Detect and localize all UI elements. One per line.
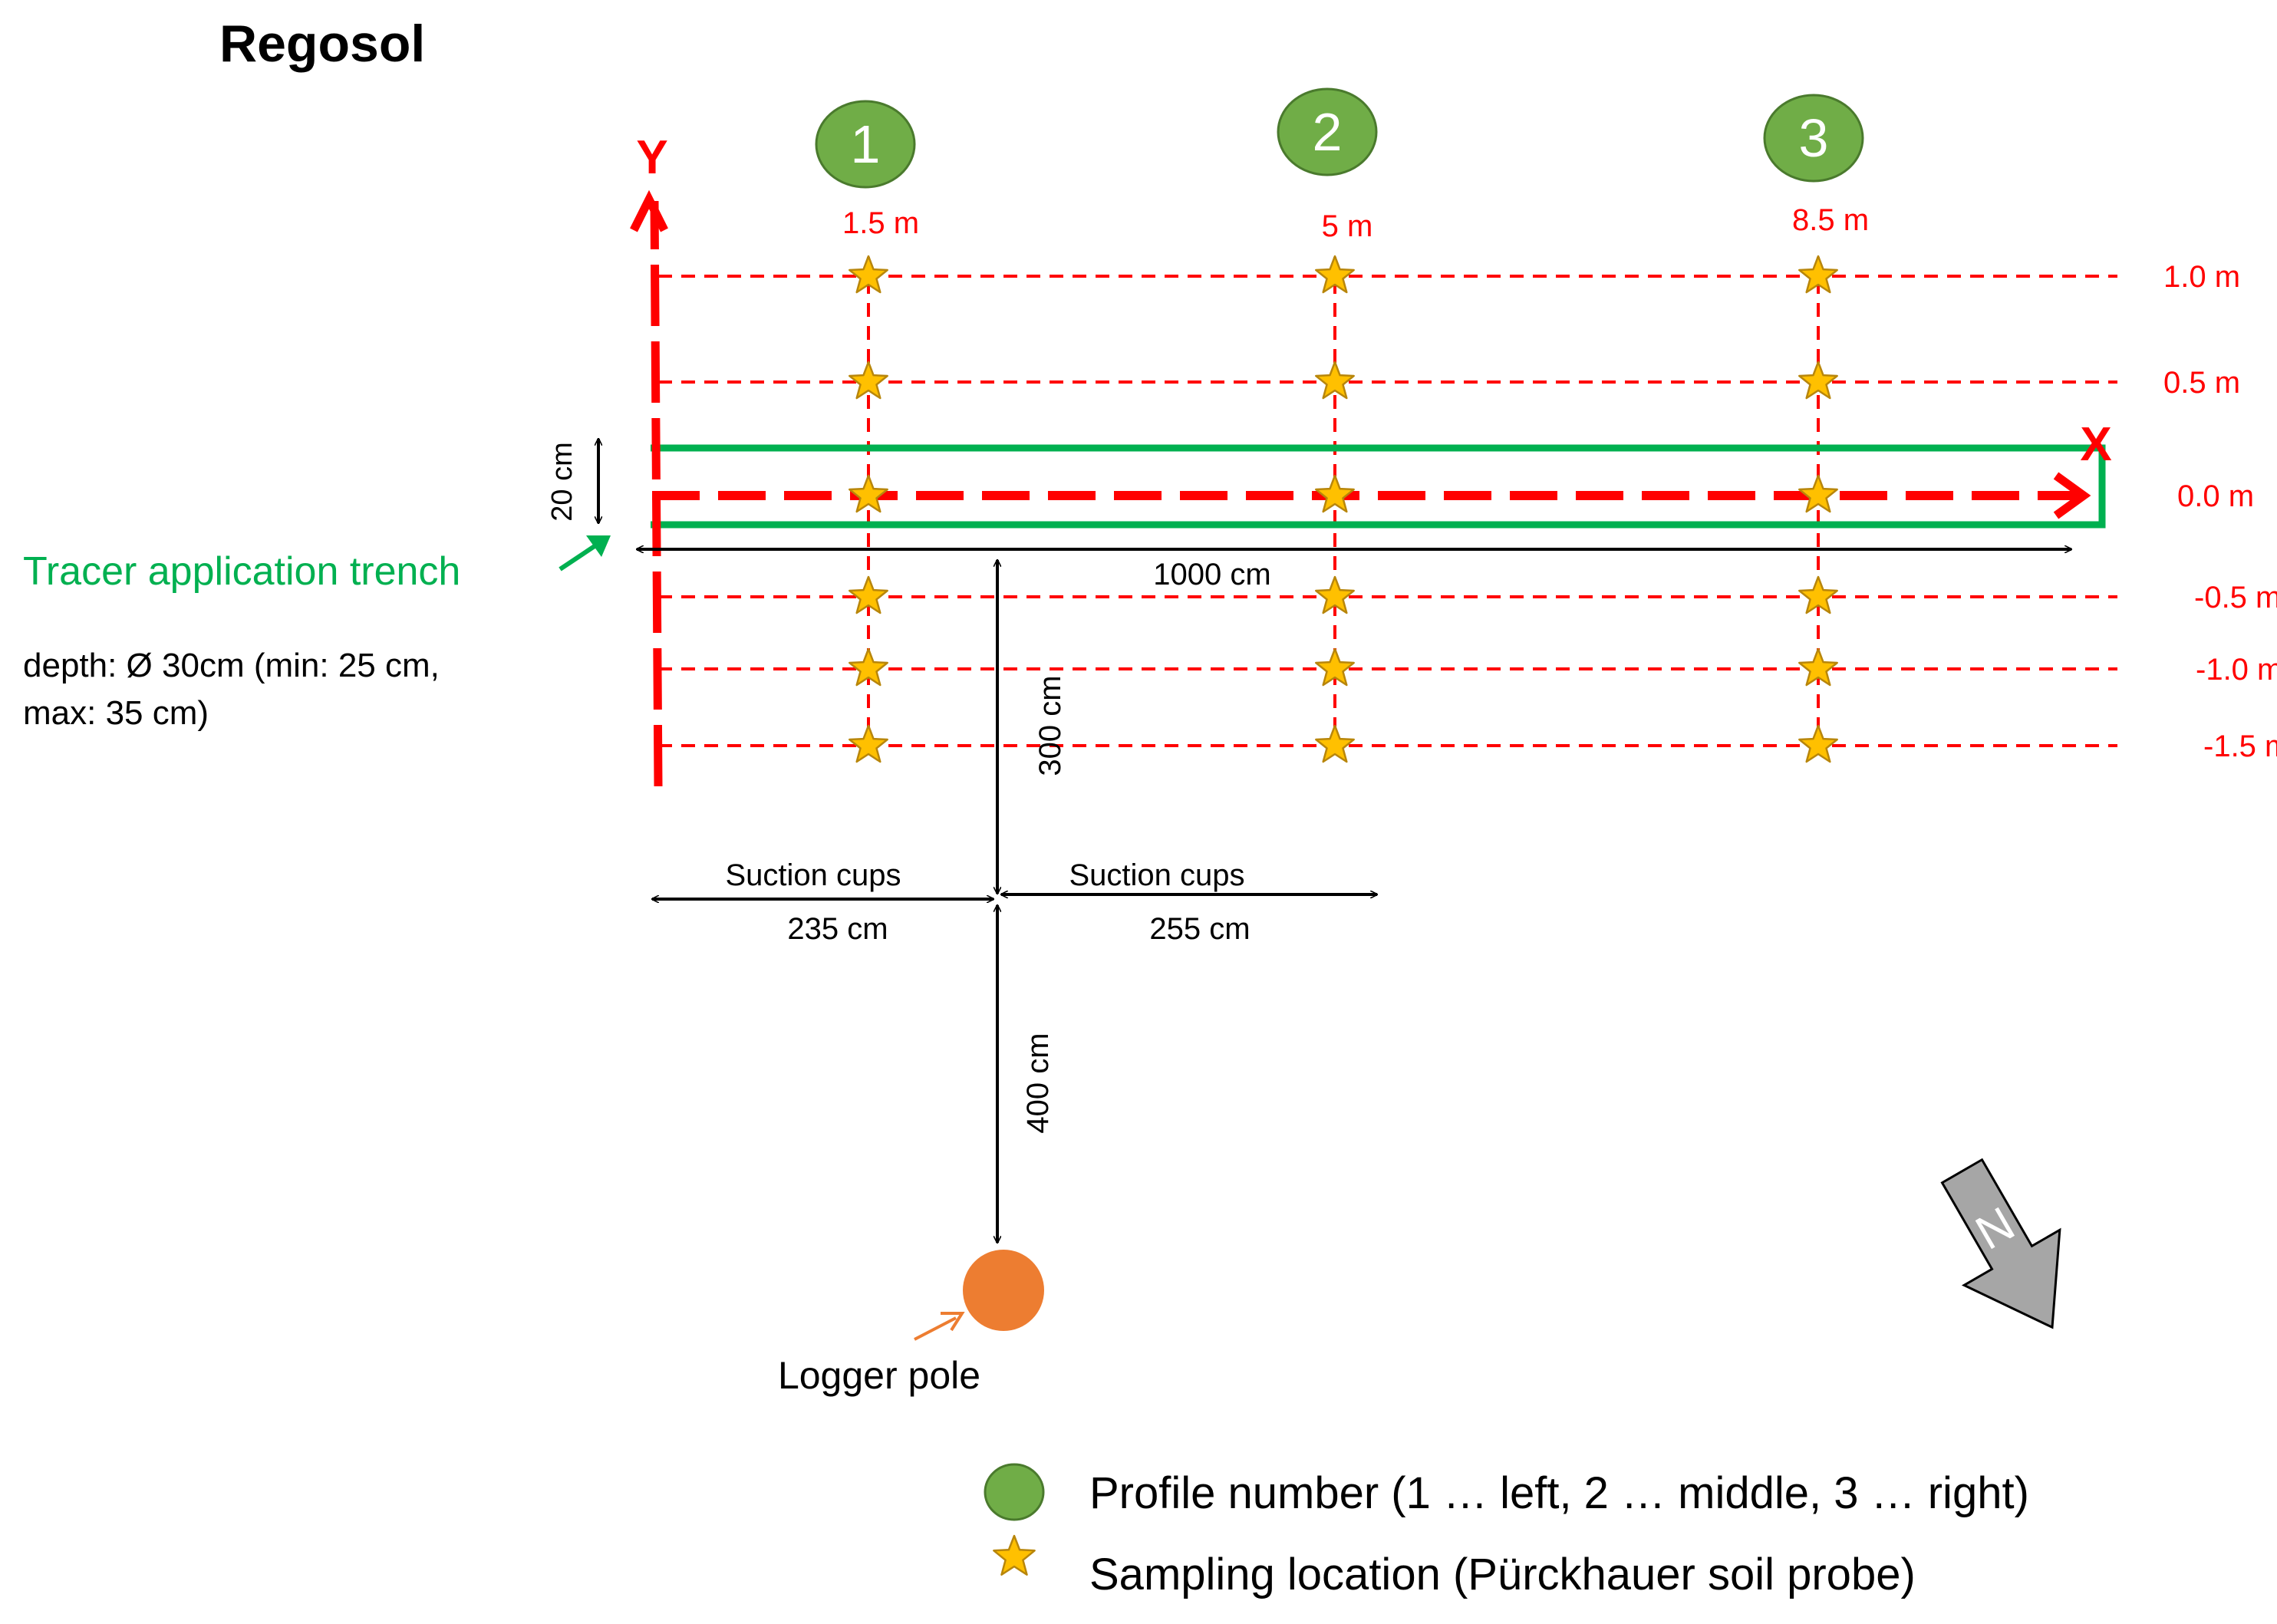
profile-circle [1763, 94, 1864, 183]
row-label: 0.0 m [2177, 479, 2254, 513]
row-label: -0.5 m [2194, 581, 2277, 614]
profile-number: 2 [1313, 102, 1343, 162]
sampling-star-icon [849, 255, 888, 294]
profile-distance: 5 m [1322, 209, 1373, 243]
logger-pole-icon [963, 1250, 1044, 1331]
profile-circle [815, 100, 916, 189]
row-lines [658, 275, 2117, 747]
profile-number: 3 [1799, 108, 1829, 168]
row-label: -1.0 m [2196, 653, 2277, 687]
logger-pointer-arrowhead [941, 1312, 965, 1332]
suction-right-label: Suction cups [1069, 858, 1244, 892]
profile-distance: 1.5 m [842, 206, 919, 240]
sampling-star-icon [849, 361, 888, 400]
trench-length-label: 1000 cm [1153, 558, 1270, 591]
sampling-star-icon [1315, 724, 1355, 763]
legend-profile-icon [984, 1463, 1045, 1521]
sampling-star-icon [1798, 474, 1838, 513]
diagram-title: Regosol [219, 15, 425, 73]
distance-400-label: 400 cm [1021, 1033, 1055, 1133]
legend-star-icon [993, 1534, 1036, 1576]
suction-left-label: Suction cups [725, 858, 901, 892]
distance-300-label: 300 cm [1033, 675, 1067, 776]
legend: Profile number (1 … left, 2 … middle, 3 … [984, 1463, 2029, 1599]
sampling-star-icon [1315, 647, 1355, 687]
sampling-star-icon [849, 647, 888, 687]
sampling-star-icon [1798, 575, 1838, 614]
sampling-star-icon [1315, 575, 1355, 614]
profile-number: 1 [851, 114, 881, 174]
sampling-star-icon [1315, 474, 1355, 513]
trench-depth-line2: max: 35 cm) [23, 694, 209, 732]
sampling-star-icon [1798, 255, 1838, 294]
trench-pointer-arrowhead [586, 535, 611, 557]
sampling-star-icon [1798, 361, 1838, 400]
row-label: 0.5 m [2163, 366, 2240, 400]
sampling-star-icon [849, 724, 888, 763]
y-axis [650, 200, 663, 787]
legend-star-shape [993, 1534, 1036, 1576]
legend-sampling-text: Sampling location (Pürckhauer soil probe… [1089, 1550, 1916, 1599]
logger-pointer-arrow [914, 1316, 957, 1341]
trench-label: Tracer application trench [23, 549, 460, 594]
sampling-star-icon [849, 575, 888, 614]
sampling-star-icon [1315, 361, 1355, 400]
sampling-star-icon [1315, 255, 1355, 294]
suction-right-distance: 255 cm [1149, 912, 1250, 946]
tracer-trench [651, 444, 2106, 529]
row-label: -1.5 m [2203, 730, 2277, 763]
suction-left-distance: 235 cm [787, 912, 888, 946]
row-labels: 1.0 m 0.5 m 0.0 m -0.5 m -1.0 m -1.5 m [2163, 260, 2277, 763]
sampling-star-icon [1798, 647, 1838, 687]
sampling-star-icon [849, 474, 888, 513]
sampling-locations [849, 255, 1838, 763]
profile-markers: 1 1.5 m 2 5 m 3 8.5 m [815, 87, 1869, 243]
row-label: 1.0 m [2163, 260, 2240, 294]
sampling-star-icon [1798, 724, 1838, 763]
north-arrow-icon: N [1940, 1158, 2061, 1329]
y-axis-arrowhead [630, 189, 668, 232]
y-axis-label: Y [636, 131, 667, 184]
profile-distance: 8.5 m [1792, 203, 1869, 237]
trench-width-label: 20 cm [546, 442, 578, 521]
logger-pole-label: Logger pole [778, 1354, 980, 1397]
legend-profile-text: Profile number (1 … left, 2 … middle, 3 … [1089, 1468, 2029, 1518]
profile-lines [867, 257, 1820, 763]
x-axis-arrowhead [2053, 472, 2091, 519]
profile-circle [1277, 87, 1378, 176]
x-axis-label: X [2080, 418, 2111, 471]
trench-depth-line1: depth: Ø 30cm (min: 25 cm, [23, 647, 440, 684]
